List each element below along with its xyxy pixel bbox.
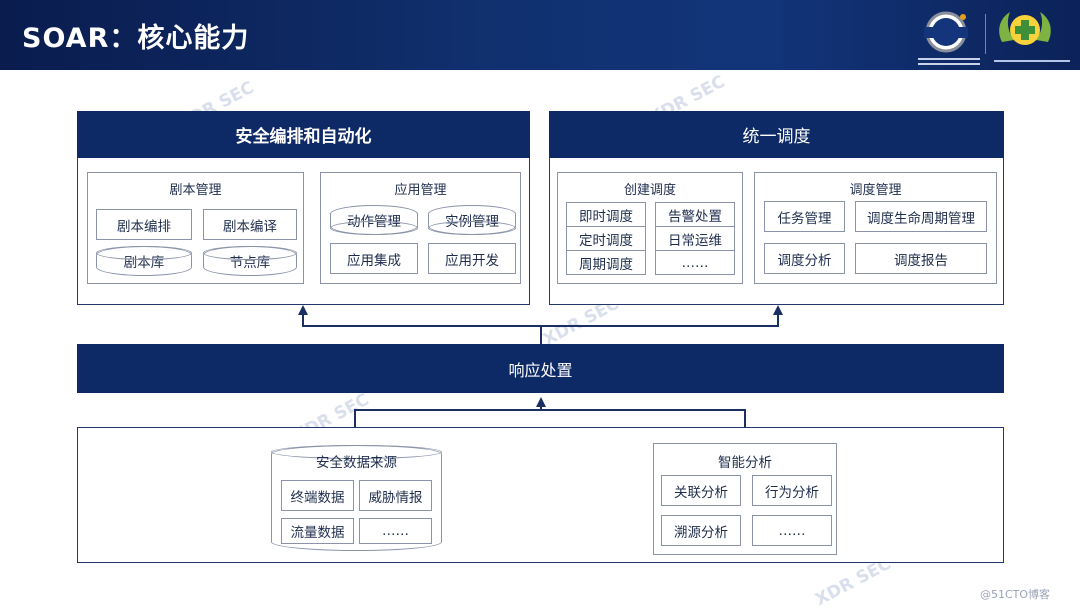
- app-integration-item: 应用集成: [330, 243, 418, 274]
- tracing-analysis-item: 溯源分析: [661, 515, 741, 546]
- playbook-management-label: 剧本管理: [169, 183, 222, 198]
- timed-schedule-item: 定时调度: [566, 226, 646, 251]
- schedule-report-item: 调度报告: [855, 243, 987, 274]
- scheduling-title: 统一调度: [549, 111, 1004, 158]
- header-bar: [0, 0, 1080, 70]
- instance-management-cylinder: 实例管理: [428, 205, 516, 235]
- logo-divider: [985, 14, 986, 54]
- traffic-data-item: 流量数据: [281, 518, 354, 544]
- schedule-management-label: 调度管理: [849, 183, 902, 198]
- node-library-cylinder: 节点库: [203, 246, 297, 276]
- daily-operations-item: 日常运维: [655, 226, 735, 251]
- bottom-panel: [77, 427, 1004, 563]
- security-center-crest-logo: [994, 12, 1070, 62]
- task-management-item: 任务管理: [764, 201, 845, 232]
- connector-to-scheduling: [541, 305, 783, 327]
- response-bar: 响应处置: [77, 344, 1004, 393]
- instant-schedule-item: 即时调度: [566, 202, 646, 227]
- connector-from-sources: [354, 409, 746, 427]
- behavior-analysis-item: 行为分析: [752, 475, 832, 506]
- security-data-source-label: 安全数据来源: [316, 455, 397, 471]
- connector-to-orchestration: [298, 305, 542, 344]
- alert-handling-item: 告警处置: [655, 202, 735, 227]
- schedule-analysis-item: 调度分析: [764, 243, 845, 274]
- playbook-edit-item: 剧本编排: [96, 209, 192, 240]
- orchestration-title: 安全编排和自动化: [77, 111, 530, 158]
- schedule-lifecycle-item: 调度生命周期管理: [855, 201, 987, 232]
- more-data-item: ……: [359, 518, 432, 544]
- periodic-schedule-item: 周期调度: [566, 250, 646, 275]
- app-development-item: 应用开发: [428, 243, 516, 274]
- more-analysis-item: ……: [752, 515, 832, 546]
- correlation-analysis-item: 关联分析: [661, 475, 741, 506]
- threat-intel-item: 威胁情报: [359, 480, 432, 511]
- playbook-compile-item: 剧本编译: [203, 209, 297, 240]
- playbook-library-cylinder: 剧本库: [96, 246, 192, 276]
- intelligent-analysis-label: 智能分析: [718, 455, 772, 471]
- endpoint-data-item: 终端数据: [281, 480, 354, 511]
- isc-logo: [918, 11, 980, 65]
- app-management-label: 应用管理: [394, 183, 447, 198]
- more-item: ……: [655, 250, 735, 275]
- page-title: SOAR：核心能力: [22, 23, 250, 54]
- site-watermark: @51CTO博客: [980, 588, 1051, 601]
- create-schedule-label: 创建调度: [623, 183, 676, 198]
- action-management-cylinder: 动作管理: [330, 205, 418, 235]
